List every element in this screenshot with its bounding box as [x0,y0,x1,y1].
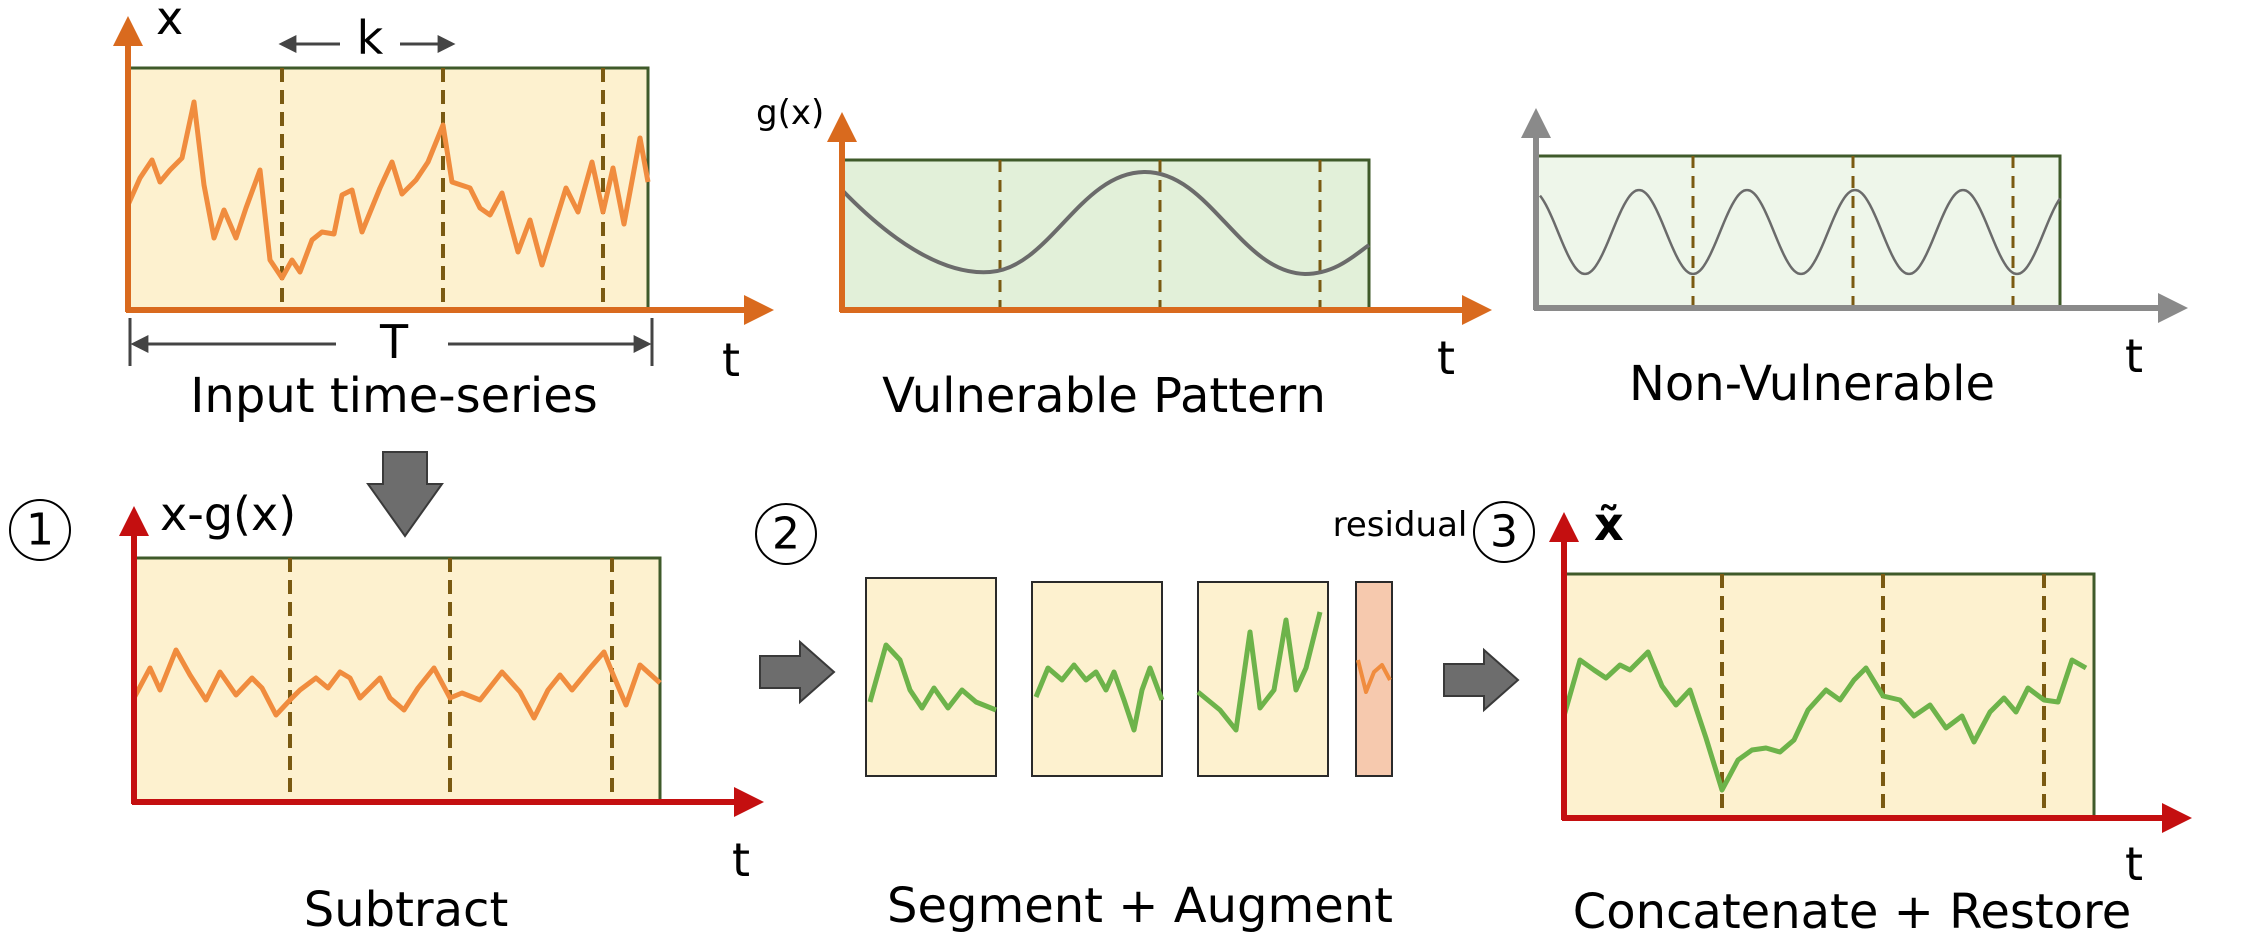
residual-signal-line [1356,659,1392,694]
input-t-label: t [722,333,740,387]
step-2-number: 2 [772,509,800,560]
restore-caption: Concatenate + Restore [1573,884,2132,940]
subtract-panel: 1 x-g(x) t Subtract [9,487,764,938]
T-label: T [379,315,409,369]
non-vulnerable-panel: t Non-Vulnerable [1521,108,2188,412]
segment-panel: 2 residual Segment + Augment [755,503,1468,934]
input-caption: Input time-series [190,368,597,424]
restore-t-label: t [2125,837,2143,891]
input-panel: x k T t Input time-series [113,0,774,424]
input-panel-box [126,66,650,312]
non-vulnerable-caption: Non-Vulnerable [1629,356,1995,412]
input-segment-dividers [280,68,605,310]
vulnerable-segment-dividers [998,160,1322,310]
vulnerable-panel: g(x) t Vulnerable Pattern [756,93,1492,424]
restore-signal-line [1561,649,2088,793]
residual-block [1355,581,1393,777]
vulnerable-t-label: t [1437,331,1455,385]
restore-y-label: x̃ [1594,497,1624,551]
k-label: k [357,11,384,65]
vulnerable-y-label: g(x) [756,93,824,133]
subtract-y-label: x-g(x) [160,487,296,541]
segment-block-3 [1196,581,1329,777]
segment-caption: Segment + Augment [887,878,1393,934]
subtract-panel-box [132,556,662,804]
residual-label: residual [1333,505,1468,545]
step-1-number: 1 [26,505,54,556]
non-vulnerable-t-label: t [2125,329,2143,383]
restore-panel-box [1562,572,2096,820]
down-block-arrow-icon [366,451,444,538]
right-block-arrow-icon [759,639,836,705]
step-3-number: 3 [1490,507,1518,558]
step-1-circle [9,499,71,561]
input-signal-line [125,99,651,281]
non-vulnerable-sine-curve [1538,188,2062,276]
input-y-label: x [156,0,183,45]
subtract-caption: Subtract [304,882,509,938]
vulnerable-caption: Vulnerable Pattern [882,368,1326,424]
subtract-signal-line [131,647,662,721]
subtract-t-label: t [732,833,750,887]
non-vulnerable-segment-dividers [1691,156,2015,308]
segment-block-1 [865,577,997,777]
subtract-segment-dividers [288,558,614,802]
segment-block-2 [1031,581,1165,777]
non-vulnerable-panel-box [1534,154,2062,310]
vulnerable-sine-curve [840,169,1371,277]
right-block-arrow-icon [1443,647,1520,713]
step-3-circle [1473,501,1535,563]
step-2-circle [755,503,817,565]
segment-1-signal-line [867,642,997,713]
segment-3-signal-line [1196,611,1323,733]
segment-2-signal-line [1033,662,1165,733]
restore-panel: 3 x̃ t Concatenate + Restore [1473,497,2192,940]
